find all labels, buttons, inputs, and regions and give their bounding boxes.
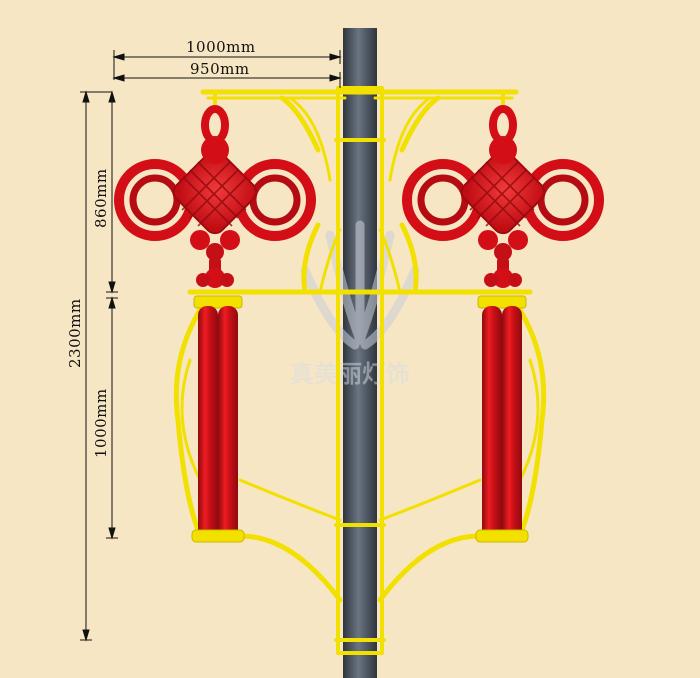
dim-total-height-label: 2300mm: [66, 298, 84, 368]
left-chinese-knot: [114, 105, 316, 288]
dimension-lines: [80, 50, 342, 642]
tassel-icon: [475, 295, 529, 543]
dim-inner-width-label: 950mm: [190, 60, 250, 78]
support-frame: [173, 86, 547, 655]
right-tassel: [475, 295, 529, 543]
dim-tassel-height-label: 1000mm: [92, 388, 110, 458]
chinese-knot-icon: [402, 105, 604, 288]
left-tassel: [191, 295, 245, 543]
dim-knot-height-label: 860mm: [92, 168, 110, 228]
dim-top-width-label: 1000mm: [186, 38, 256, 56]
lamp-pole: [343, 28, 377, 678]
chinese-knot-icon: [114, 105, 316, 288]
right-chinese-knot: [402, 105, 604, 288]
tassel-icon: [191, 295, 245, 543]
watermark-text: 真美丽灯饰: [290, 360, 410, 388]
